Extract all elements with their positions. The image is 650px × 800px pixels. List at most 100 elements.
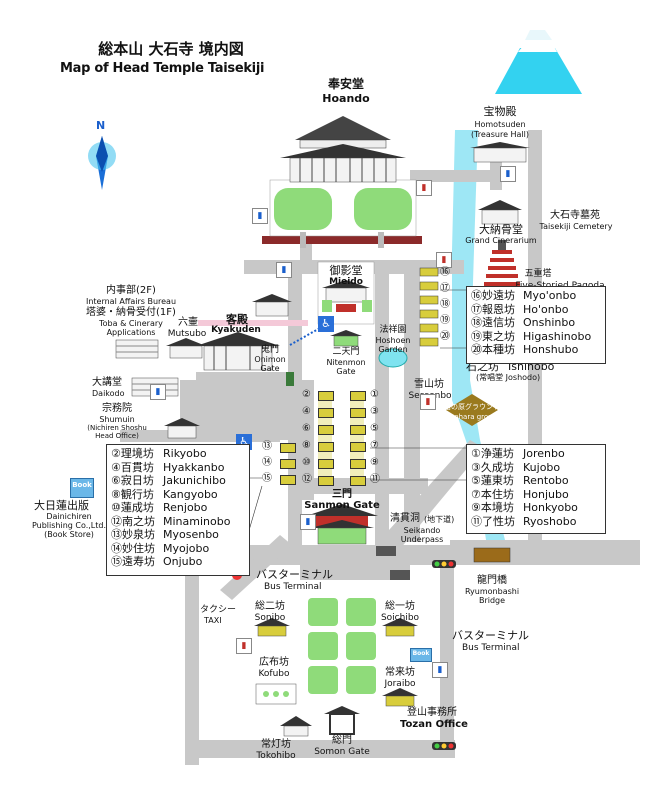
lodge-block [318, 476, 334, 486]
hoando-label-jp: 奉安堂 [327, 77, 364, 91]
title-en: Map of Head Temple Taisekiji [60, 61, 265, 76]
ryumon-label-en: Ryumonbashi [464, 587, 520, 596]
compass-label: N [96, 119, 106, 132]
shumuin-label-jp: 宗務院 [102, 403, 132, 414]
treasure-label-en: Homotsuden [474, 120, 526, 129]
lodge-label: ⑪ [370, 474, 380, 485]
lodge-label: ① [370, 389, 379, 400]
roads [120, 130, 640, 765]
treasure-label-jp: 宝物殿 [483, 105, 517, 118]
lodge-label: ⑰ [440, 283, 450, 294]
kofubo-label-en: Kofubo [258, 669, 290, 679]
garden-label-jp: 法祥園 [379, 325, 407, 335]
compass-icon [88, 136, 116, 190]
lodge-label: ⑮ [262, 473, 272, 484]
mieido-building [317, 261, 375, 325]
internal-affairs-building [115, 339, 159, 359]
traffic-light-top [432, 560, 456, 568]
lodge-block [318, 459, 334, 469]
ishinobo-label-en: Ishinobo [508, 360, 555, 373]
cemetery-label-en: Taisekiji Cemetery [539, 222, 613, 231]
seikando-label-jp: 清貫洞 [390, 513, 420, 524]
restroom-icon: ▮ [252, 208, 268, 224]
lodge-block [350, 476, 366, 486]
restroom-icon: ▮ [436, 252, 452, 268]
lodge-block [350, 459, 366, 469]
bus2-label-jp: バスターミナル [452, 629, 529, 642]
lodge-column-a-blocks [318, 390, 334, 490]
seikando-label-jp-sub: (地下道) [424, 515, 455, 524]
soichibo-label-en: Soichibo [380, 613, 420, 623]
onimon-label-en: Onimon [254, 355, 286, 364]
garden-label-en: Hoshoen [375, 336, 411, 345]
onimon-label-en2: Gate [260, 364, 280, 373]
kyakuden-label-en: Kyakuden [211, 325, 261, 335]
sanmon-gate [306, 504, 378, 545]
lodge-label: ⑦ [370, 440, 379, 451]
restroom-icon: ▮ [150, 384, 166, 400]
publishing-label-jp: 大日蓮出版 [34, 499, 89, 512]
restroom-icon: ▮ [500, 166, 516, 182]
tozan-label-en: Tozan Office [400, 719, 468, 730]
publishing-label-en: Dainichiren [46, 512, 92, 521]
daikodo-label-jp: 大講堂 [92, 377, 122, 388]
sanmon-label-jp: 三門 [332, 489, 352, 500]
bus2-label-en: Bus Terminal [462, 643, 520, 653]
lodge-block [280, 459, 296, 469]
lodge-block [318, 391, 334, 401]
book-sign-2-text: Book [412, 650, 430, 657]
onimon-gate [286, 372, 294, 386]
joraibo-building [382, 688, 418, 707]
tozan-label-jp: 登山事務所 [407, 707, 457, 718]
publishing-sign-text: Book [72, 481, 92, 489]
kofubo-label-jp: 広布坊 [259, 657, 289, 668]
publishing-label-en3: (Book Store) [44, 530, 94, 539]
sessenbo-label-jp: 雪山坊 [414, 379, 444, 390]
lodge-block [280, 443, 296, 453]
lodge-label: ⑬ [262, 441, 272, 452]
traffic-light-bottom [432, 742, 456, 750]
restroom-icon: ▮ [416, 180, 432, 196]
restroom-icon: ▮ [432, 662, 448, 678]
lodge-block [350, 408, 366, 418]
sonibo-label-en: Sonibo [254, 613, 286, 623]
ishinobo-label-sub: (常唱堂 Joshodo) [476, 373, 541, 382]
lodge-label: ③ [370, 406, 379, 417]
cinerarium-label-jp: 大納骨堂 [479, 223, 523, 236]
garden-label-en2: Garden [378, 345, 408, 354]
mount-fuji-icon [495, 30, 582, 94]
mieido-label-jp: 御影堂 [329, 264, 363, 277]
niten-label-en2: Gate [336, 367, 356, 376]
mieido-label-en: Mieido [329, 277, 363, 287]
bus1-label-en: Bus Terminal [264, 582, 322, 592]
restroom-icon: ▮ [236, 638, 252, 654]
ground-label-en: Tonohara ground [442, 413, 502, 421]
kofubo-building [255, 683, 297, 705]
lodge-block [318, 442, 334, 452]
compass: N [84, 120, 120, 192]
lower-lawns [308, 598, 376, 694]
lodge-block [280, 475, 296, 485]
somon-label-jp: 総門 [332, 735, 352, 746]
restroom-icon: ▮ [300, 514, 316, 530]
tonohara-ground [446, 394, 498, 426]
lodge-block [350, 442, 366, 452]
ryumon-label-jp: 龍門橋 [477, 575, 507, 586]
ground-label-jp: 塔の原グラウンド [444, 403, 500, 411]
